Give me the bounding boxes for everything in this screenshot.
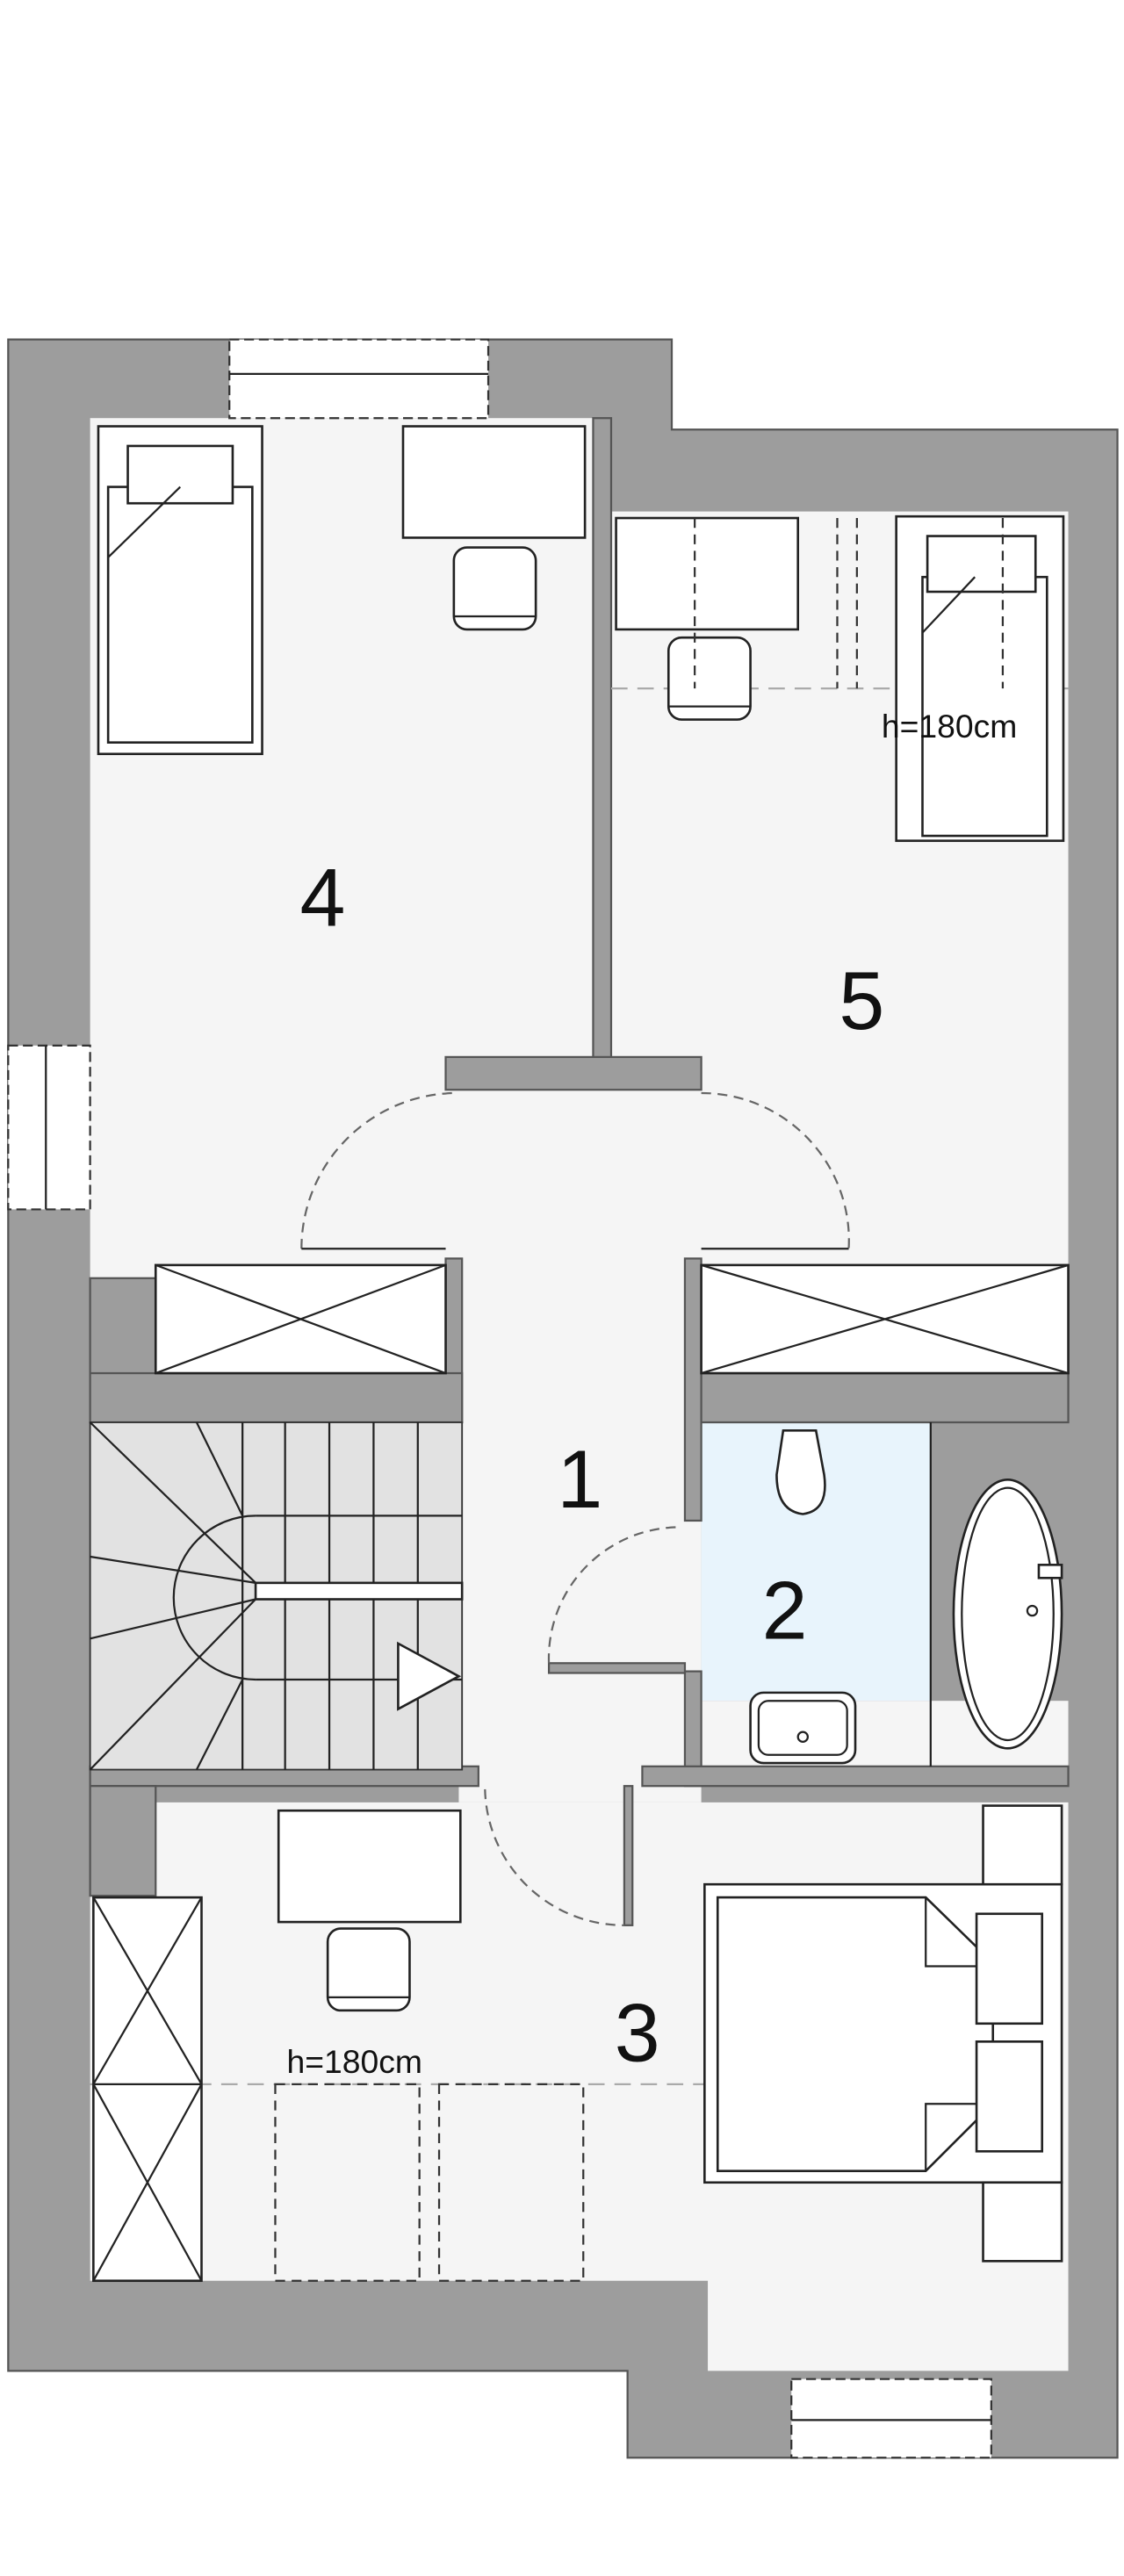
room4-bed	[97, 425, 263, 756]
bathtub	[952, 1479, 1063, 1750]
room5-height-note: h=180cm	[882, 708, 1017, 745]
room5-bed	[895, 514, 1065, 842]
interior-walls	[89, 417, 1070, 1926]
room-label-5: 5	[839, 955, 884, 1047]
room4-wardrobe	[154, 1263, 447, 1375]
room-label-2: 2	[762, 1565, 808, 1656]
room-label-1: 1	[557, 1434, 602, 1525]
room3-chair	[326, 1927, 411, 2012]
room3-double-bed	[703, 1882, 1063, 2184]
stair-direction-arrow-icon	[397, 1641, 462, 1711]
toilet	[775, 1429, 826, 1515]
room3-height-note: h=180cm	[287, 2043, 422, 2080]
door-swing-bathroom	[547, 1526, 681, 1664]
room3-desk	[277, 1809, 462, 1924]
sink	[749, 1691, 857, 1765]
room4-desk	[401, 425, 587, 539]
staircase	[89, 1421, 464, 1771]
window-bottom	[790, 2378, 992, 2459]
door-swing-room3	[484, 1788, 624, 1926]
room5-desk	[615, 516, 799, 631]
room-label-4: 4	[299, 853, 345, 944]
nightstand-top	[982, 1804, 1063, 1886]
window-top	[228, 338, 490, 420]
door-swing-room5	[701, 1091, 850, 1249]
door-swing-room4	[300, 1091, 458, 1249]
room5-chair	[666, 636, 752, 721]
window-left	[7, 1044, 91, 1211]
room5-wardrobe	[700, 1263, 1070, 1375]
nightstand-bottom	[982, 2181, 1063, 2263]
room3-wardrobe	[92, 1896, 203, 2283]
room-label-3: 3	[615, 1988, 660, 2079]
room4-chair	[452, 546, 537, 631]
